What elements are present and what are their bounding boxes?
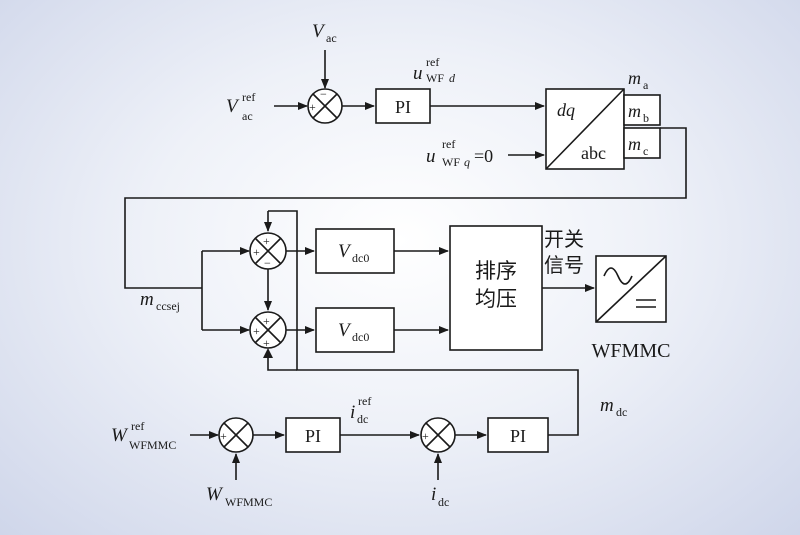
vdc0-block-upper [315, 228, 395, 274]
svg-text:V: V [226, 96, 240, 117]
svg-text:+: + [263, 314, 270, 328]
svg-text:ref: ref [442, 137, 455, 151]
svg-text:WFMMC: WFMMC [225, 495, 272, 509]
svg-text:+: + [253, 245, 260, 259]
mdc-label: m dc [600, 395, 627, 419]
sum-junction-current: + − [420, 417, 456, 459]
svg-text:+: + [220, 429, 227, 443]
svg-text:i: i [431, 484, 436, 505]
sort-label-line2: 均压 [475, 287, 517, 311]
svg-text:ref: ref [358, 394, 371, 408]
svg-text:ac: ac [242, 109, 253, 123]
pi-block-current [487, 417, 549, 453]
svg-text:+: + [309, 100, 316, 114]
svg-text:c: c [643, 144, 648, 158]
svg-text:ccsej: ccsej [156, 299, 180, 313]
svg-text:q: q [464, 155, 470, 169]
svg-text:u: u [413, 63, 423, 84]
svg-text:+: + [253, 324, 260, 338]
mb-label: m b [628, 101, 649, 125]
wfmmc-label: WFMMC [592, 340, 671, 362]
svg-text:−: − [433, 445, 440, 459]
w-ref-label: W ref WFMMC [111, 419, 176, 452]
vdc0-label-upper: V dc0 [338, 241, 369, 265]
svg-text:d: d [449, 71, 456, 85]
mdc-to-lower-arrowhead [263, 348, 273, 358]
svg-text:m: m [628, 68, 641, 88]
svg-text:−: − [320, 87, 327, 101]
svg-text:+: + [263, 336, 270, 350]
pi-label-energy: PI [305, 426, 321, 446]
svg-text:dc0: dc0 [352, 330, 369, 344]
svg-text:WF: WF [442, 155, 460, 169]
mc-label: m c [628, 134, 648, 158]
dq-label: dq [557, 100, 575, 120]
w-label: W WFMMC [206, 484, 272, 509]
ac-sine-icon [603, 267, 633, 285]
svg-text:u: u [426, 146, 436, 167]
abc-label: abc [581, 143, 606, 163]
vdc0-block-lower [315, 307, 395, 353]
svg-text:W: W [206, 484, 224, 505]
svg-text:m: m [600, 395, 614, 416]
pi-block-vac [375, 88, 431, 124]
svg-text:W: W [111, 425, 129, 446]
svg-text:−: − [264, 256, 271, 270]
mdc-feedback-bus [268, 210, 579, 436]
ma-label: m a [628, 68, 649, 92]
switch-label-line1: 开关 [544, 227, 584, 251]
svg-text:V: V [338, 320, 352, 341]
sum-junction-lower: + + + [249, 311, 287, 350]
mccsej-wire [124, 127, 687, 289]
ud-ref-label: u ref WF d [413, 55, 456, 85]
svg-text:ref: ref [242, 90, 255, 104]
svg-text:WF: WF [426, 71, 444, 85]
sort-label-line1: 排序 [475, 259, 517, 283]
sort-balance-block [449, 225, 543, 351]
svg-text:+: + [422, 429, 429, 443]
svg-text:m: m [628, 134, 641, 154]
vdc0-label-lower: V dc0 [338, 320, 369, 344]
svg-text:=0: =0 [474, 146, 493, 166]
idc-ref-label: i ref dc [350, 394, 371, 426]
svg-text:ref: ref [426, 55, 439, 69]
svg-text:dc: dc [357, 412, 368, 426]
vac-label: V ac [312, 21, 337, 45]
idc-label: i dc [431, 484, 449, 509]
svg-text:dc0: dc0 [352, 251, 369, 265]
mdc-to-lower-junction-line [267, 350, 297, 371]
pi-label-current: PI [510, 426, 526, 446]
converter-diagonal [595, 255, 667, 323]
sum-junction-energy: + − [218, 417, 254, 459]
svg-text:V: V [312, 21, 326, 42]
svg-text:ref: ref [131, 419, 144, 433]
pi-label-vac: PI [395, 97, 411, 117]
svg-text:m: m [140, 289, 154, 310]
vac-ref-label: V ref ac [226, 90, 255, 123]
svg-text:WFMMC: WFMMC [129, 438, 176, 452]
dq-abc-diagonal [545, 88, 625, 170]
svg-text:dc: dc [616, 405, 627, 419]
uq-ref-label: u ref WF q =0 [426, 137, 493, 169]
svg-text:dc: dc [438, 495, 449, 509]
mccsej-label: m ccsej [140, 289, 180, 313]
svg-text:ac: ac [326, 31, 337, 45]
switch-label-line2: 信号 [544, 253, 584, 277]
mb-output-box [623, 94, 661, 126]
svg-text:i: i [350, 402, 355, 423]
sum-junction-upper: + + − [249, 232, 287, 270]
svg-text:+: + [263, 234, 270, 248]
mc-output-box [623, 127, 661, 159]
svg-text:m: m [628, 101, 641, 121]
svg-text:−: − [231, 445, 238, 459]
svg-text:b: b [643, 111, 649, 125]
svg-text:V: V [338, 241, 352, 262]
svg-text:a: a [643, 78, 649, 92]
sum-junction-vac: + − [307, 87, 343, 124]
